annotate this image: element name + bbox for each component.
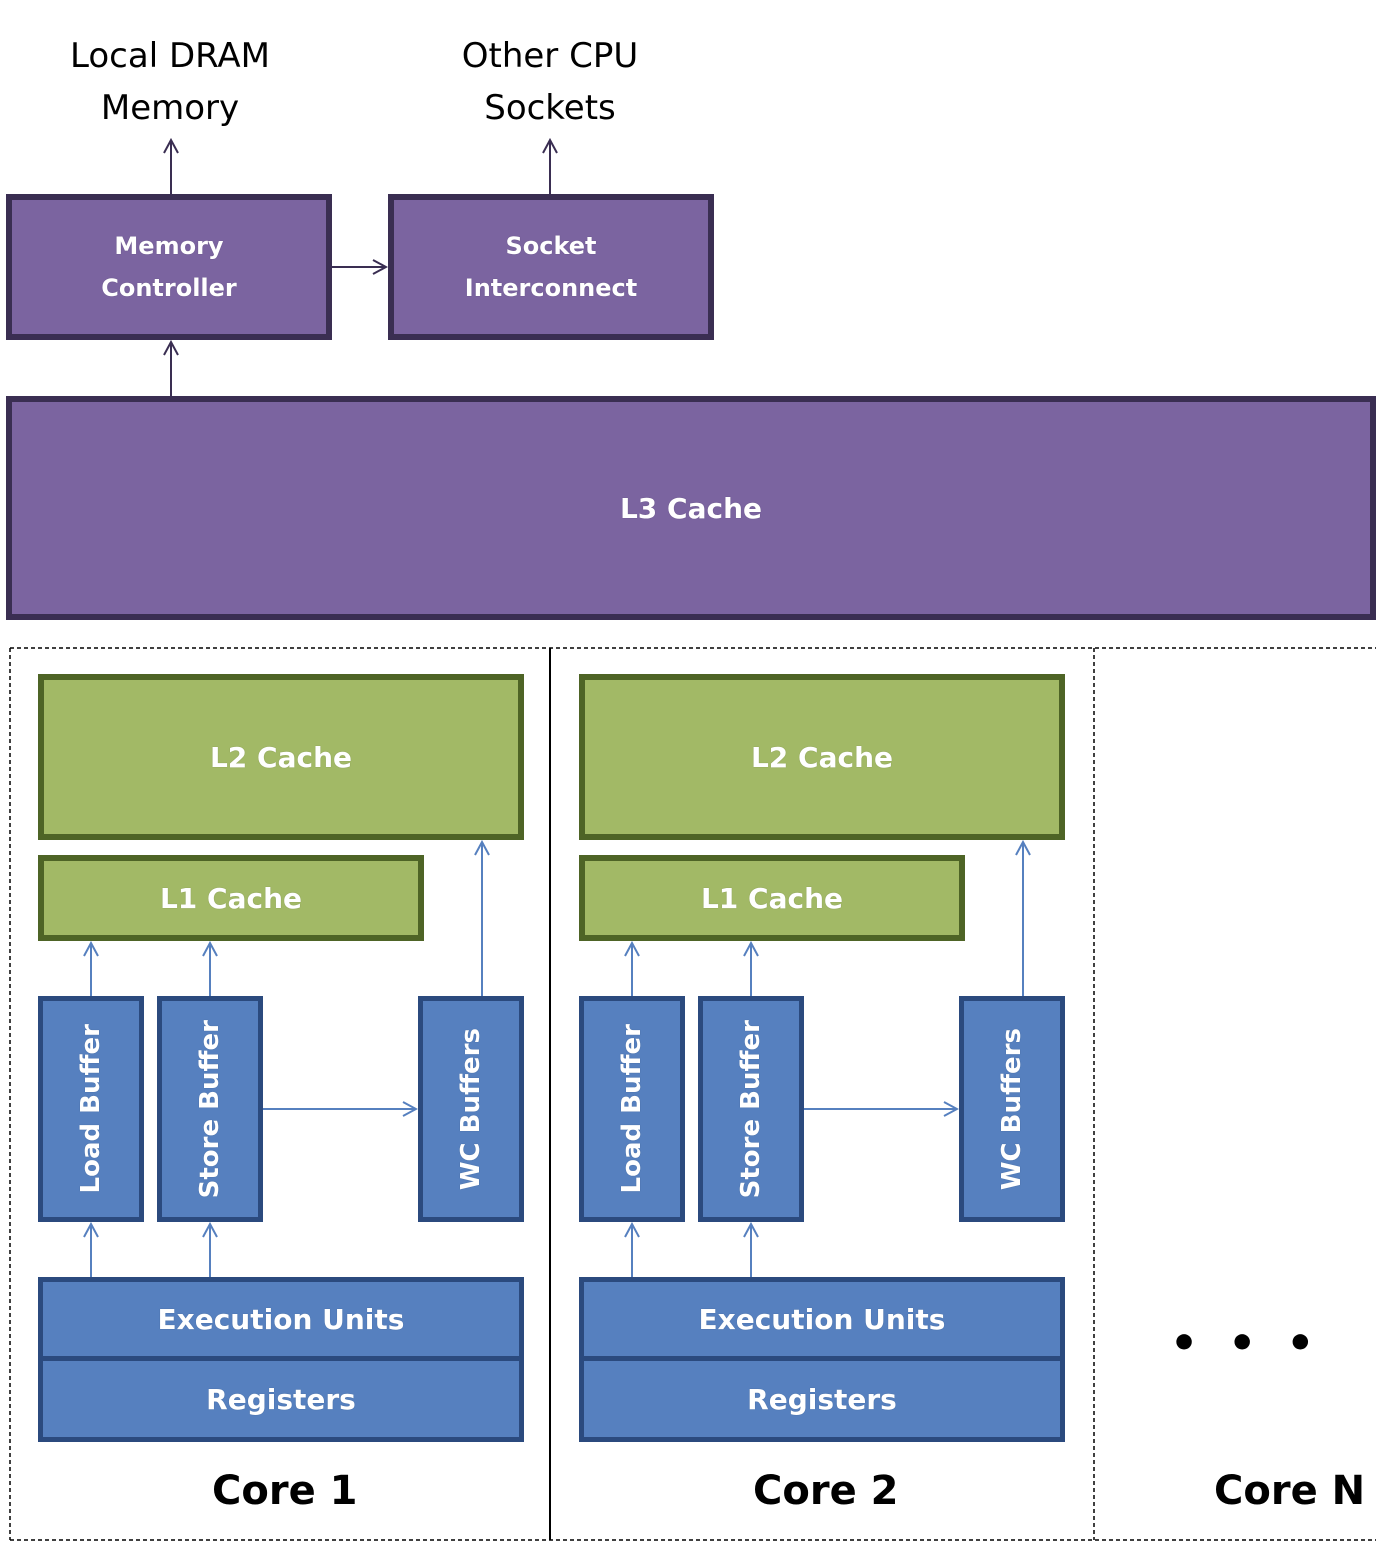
core2-registers-label: Registers: [747, 1382, 897, 1416]
core2-execution-units-box: Execution Units: [579, 1277, 1065, 1361]
core2-registers-box: Registers: [579, 1356, 1065, 1442]
other-cpu-sockets-label: Other CPU Sockets: [461, 36, 639, 128]
core1-l2-cache-box: L2 Cache: [38, 674, 524, 840]
core1-load-buffer-label: Load Buffer: [76, 1024, 106, 1194]
core2-load-buffer-label: Load Buffer: [617, 1024, 647, 1194]
core2-wc-buffers-box: WC Buffers: [959, 996, 1065, 1222]
memory-controller-label: Memory Controller: [101, 232, 237, 302]
more-cores-ellipsis: •••: [1170, 1318, 1345, 1369]
core-n-label: Core N: [1214, 1468, 1366, 1514]
socket-interconnect-box: Socket Interconnect: [388, 194, 714, 340]
core2-store-buffer-box: Store Buffer: [698, 996, 804, 1222]
core1-wc-buffers-box: WC Buffers: [418, 996, 524, 1222]
core2-l1-cache-label: L1 Cache: [700, 881, 844, 915]
core2-l1-cache-box: L1 Cache: [579, 855, 965, 941]
core1-wc-buffers-label: WC Buffers: [456, 1027, 486, 1191]
l3-cache-label: L3 Cache: [619, 491, 763, 525]
core2-label: Core 2: [753, 1468, 899, 1514]
core1-execution-units-box: Execution Units: [38, 1277, 524, 1361]
core2-load-buffer-box: Load Buffer: [579, 996, 685, 1222]
core1-l2-cache-label: L2 Cache: [209, 740, 353, 774]
core2-l2-cache-box: L2 Cache: [579, 674, 1065, 840]
local-dram-memory-label: Local DRAM Memory: [70, 36, 270, 128]
core1-store-buffer-box: Store Buffer: [157, 996, 263, 1222]
core1-store-buffer-label: Store Buffer: [195, 1019, 225, 1199]
core1-execution-units-label: Execution Units: [157, 1302, 405, 1336]
memory-controller-box: Memory Controller: [6, 194, 332, 340]
core1-l1-cache-box: L1 Cache: [38, 855, 424, 941]
core1-load-buffer-box: Load Buffer: [38, 996, 144, 1222]
core2-l2-cache-label: L2 Cache: [750, 740, 894, 774]
l3-cache-box: L3 Cache: [6, 396, 1376, 620]
core2-execution-units-label: Execution Units: [698, 1302, 946, 1336]
core2-wc-buffers-label: WC Buffers: [997, 1027, 1027, 1191]
core1-l1-cache-label: L1 Cache: [159, 881, 303, 915]
core1-label: Core 1: [212, 1468, 358, 1514]
core1-registers-label: Registers: [206, 1382, 356, 1416]
socket-interconnect-label: Socket Interconnect: [464, 232, 638, 302]
core2-store-buffer-label: Store Buffer: [736, 1019, 766, 1199]
core1-registers-box: Registers: [38, 1356, 524, 1442]
